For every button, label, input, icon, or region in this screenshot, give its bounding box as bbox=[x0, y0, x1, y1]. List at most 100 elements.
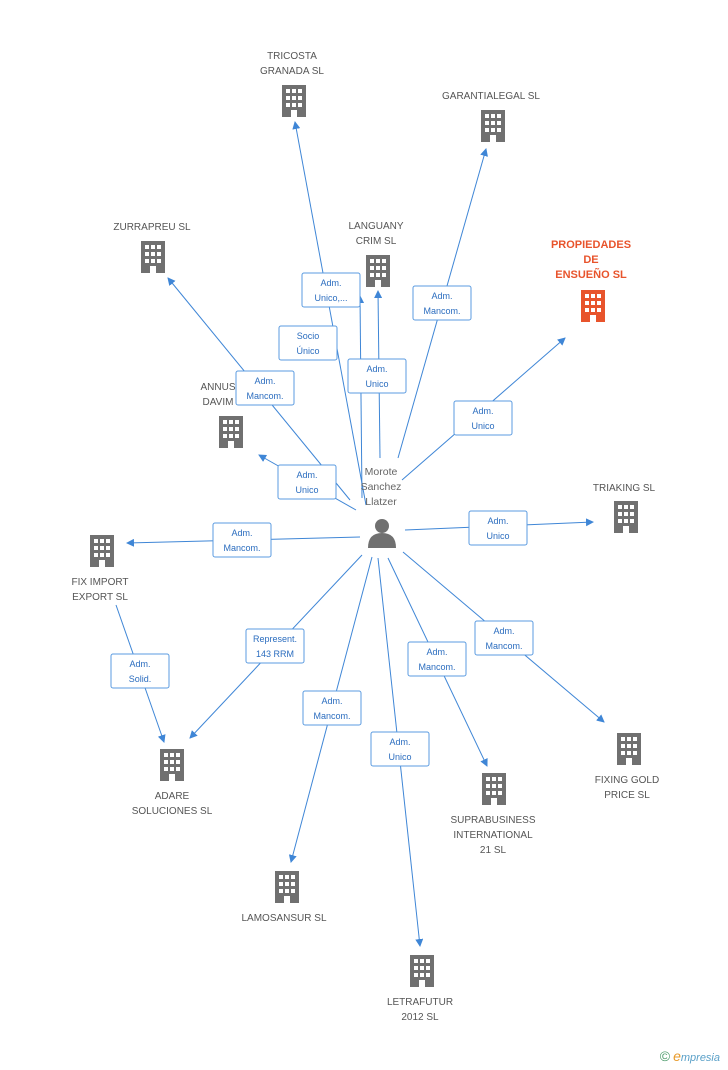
edge-label-tricosta[interactable]: Adm. Unico,... bbox=[301, 272, 361, 308]
company-name-line: LAMOSANSUR SL bbox=[241, 913, 326, 924]
edge-label-text: Solid. bbox=[129, 674, 152, 684]
edge-label-text: Mancom. bbox=[313, 711, 350, 721]
brand-logo: empresia bbox=[673, 1048, 720, 1064]
edge-label-adare[interactable]: Represent. 143 RRM bbox=[245, 628, 305, 664]
edge-labels-layer: Adm.Unico,...Adm.Mancom.Adm.Mancom.Adm.U… bbox=[110, 272, 534, 767]
edge-arrow-tricosta bbox=[292, 121, 367, 506]
company-name-line: TRIAKING SL bbox=[593, 483, 656, 494]
building-icon bbox=[282, 85, 306, 117]
company-name-line: GRANADA SL bbox=[260, 66, 324, 77]
building-icon bbox=[219, 416, 243, 448]
edge-label-suprabusiness[interactable]: Adm. Mancom. bbox=[407, 641, 467, 677]
company-nodes-layer: TRICOSTA GRANADA SL GARANTIALEGAL SL ZURRAP… bbox=[71, 51, 659, 1023]
edge-label-text: Adm. bbox=[487, 516, 508, 526]
person-node[interactable]: Morote Sanchez Llatzer bbox=[361, 466, 402, 548]
company-name-line: ENSUEÑO SL bbox=[555, 268, 627, 281]
company-name-line: 21 SL bbox=[480, 845, 507, 856]
company-node-propiedades[interactable]: PROPIEDADES DE ENSUEÑO SL bbox=[551, 239, 631, 322]
edge-label-text: Unico bbox=[486, 531, 509, 541]
edge-label-text: Mancom. bbox=[423, 306, 460, 316]
company-node-triaking[interactable]: TRIAKING SL bbox=[593, 483, 656, 533]
edge-label-text: Represent. bbox=[253, 634, 297, 644]
company-name-line: DAVIM bbox=[203, 397, 234, 408]
person-name-line-3: Llatzer bbox=[365, 496, 397, 508]
edge-label-triaking[interactable]: Adm. Unico bbox=[468, 510, 528, 546]
company-name-line: FIXING GOLD bbox=[595, 775, 659, 786]
edge-label-zurrapreu[interactable]: Adm. Mancom. bbox=[235, 370, 295, 406]
edge-label-text: Unico bbox=[471, 421, 494, 431]
edge-label-text: Adm. bbox=[472, 406, 493, 416]
edge-label-text: Adm. bbox=[426, 647, 447, 657]
edge-label-text: 143 RRM bbox=[256, 649, 294, 659]
edge-label-text: Adm. bbox=[431, 291, 452, 301]
edge-label-fixinggold[interactable]: Adm.Mancom. bbox=[474, 620, 534, 656]
edge-label-letrafutur[interactable]: Adm.Unico bbox=[370, 731, 430, 767]
company-name-line: ADARE bbox=[155, 791, 190, 802]
company-node-tricosta[interactable]: TRICOSTA GRANADA SL bbox=[260, 51, 324, 117]
company-name-line: ANNUS bbox=[200, 382, 235, 393]
edge-label-languany[interactable]: Adm. Unico bbox=[347, 358, 407, 394]
company-name-line: PRICE SL bbox=[604, 790, 650, 801]
edge-label-text: Unico,... bbox=[314, 293, 347, 303]
person-icon bbox=[368, 519, 396, 548]
person-name-line-1: Morote bbox=[365, 466, 398, 478]
company-node-zurrapreu[interactable]: ZURRAPREU SL bbox=[113, 222, 191, 273]
company-name-line: CRIM SL bbox=[356, 236, 397, 247]
building-icon bbox=[275, 871, 299, 903]
company-node-garantialegal[interactable]: GARANTIALEGAL SL bbox=[442, 91, 540, 142]
person-name-line-2: Sanchez bbox=[361, 481, 402, 493]
edge-label-text: Adm. bbox=[129, 659, 150, 669]
edge-label-lamosansur[interactable]: Adm. Mancom. bbox=[302, 690, 362, 726]
edge-label-garantialegal[interactable]: Adm. Mancom. bbox=[412, 285, 472, 321]
company-name-line: LANGUANY bbox=[348, 221, 403, 232]
company-name-line: LETRAFUTUR bbox=[387, 997, 453, 1008]
edge-arrow-annus bbox=[356, 295, 365, 499]
building-icon bbox=[482, 773, 506, 805]
edge-label-fiximport[interactable]: Adm. Mancom. bbox=[212, 522, 272, 558]
company-node-fixinggold[interactable]: FIXING GOLD PRICE SL bbox=[595, 733, 659, 801]
edge-label-annus[interactable]: Adm.Unico bbox=[277, 464, 337, 500]
copyright-icon: © bbox=[659, 1048, 671, 1064]
edge-label-text: Adm. bbox=[321, 696, 342, 706]
company-name-line: ZURRAPREU SL bbox=[113, 222, 191, 233]
edge-label-adare[interactable]: Adm. Solid. bbox=[110, 653, 170, 689]
company-name-line: FIX IMPORT bbox=[71, 577, 128, 588]
edge-label-text: Unico bbox=[295, 485, 318, 495]
building-icon bbox=[614, 501, 638, 533]
building-icon bbox=[90, 535, 114, 567]
edge-label-text: Mancom. bbox=[485, 641, 522, 651]
building-icon bbox=[481, 110, 505, 142]
edge-label-text: Adm. bbox=[389, 737, 410, 747]
edge-label-text: Socio bbox=[297, 331, 320, 341]
company-node-lamosansur[interactable]: LAMOSANSUR SL bbox=[241, 871, 327, 924]
edge-label-text: Único bbox=[296, 346, 319, 356]
company-name-line: GARANTIALEGAL SL bbox=[442, 91, 540, 102]
company-name-line: DE bbox=[583, 254, 598, 266]
company-name-line: PROPIEDADES bbox=[551, 239, 631, 251]
edge-label-text: Mancom. bbox=[246, 391, 283, 401]
company-name-line: SOLUCIONES SL bbox=[132, 806, 213, 817]
company-node-adare[interactable]: ADARE SOLUCIONES SL bbox=[132, 749, 213, 817]
company-node-languany[interactable]: LANGUANY CRIM SL bbox=[348, 221, 404, 287]
building-icon bbox=[141, 241, 165, 273]
edge-label-text: Adm. bbox=[254, 376, 275, 386]
company-node-annus[interactable]: ANNUS DAVIM bbox=[200, 382, 243, 448]
edge-label-propiedades[interactable]: Adm. Unico bbox=[453, 400, 513, 436]
edge-label-text: Adm. bbox=[366, 364, 387, 374]
edge-label-text: Adm. bbox=[320, 278, 341, 288]
company-name-line: INTERNATIONAL bbox=[453, 830, 533, 841]
building-icon bbox=[581, 290, 605, 322]
edge-label-text: Mancom. bbox=[418, 662, 455, 672]
edge-label-text: Adm. bbox=[231, 528, 252, 538]
building-icon bbox=[366, 255, 390, 287]
edge-label-text: Unico bbox=[365, 379, 388, 389]
company-name-line: TRICOSTA bbox=[267, 51, 317, 62]
brand-footer: © empresia bbox=[660, 1048, 720, 1064]
edge-label-text: Mancom. bbox=[223, 543, 260, 553]
building-icon bbox=[617, 733, 641, 765]
